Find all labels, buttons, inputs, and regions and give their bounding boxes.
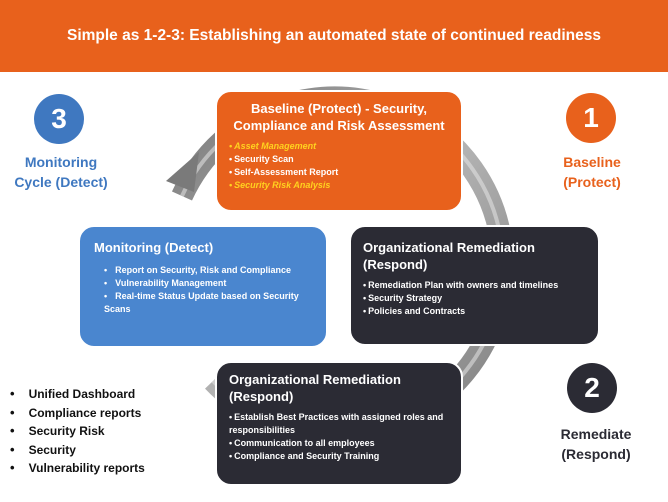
step-1-circle: 1 bbox=[566, 93, 616, 143]
remediation-bottom-box: Organizational Remediation (Respond) Est… bbox=[215, 361, 463, 486]
baseline-stage-label: Baseline (Protect) bbox=[563, 154, 621, 190]
list-item: Unified Dashboard bbox=[10, 385, 145, 404]
list-item: Compliance and Security Training bbox=[229, 450, 449, 463]
remediate-stage-label: Remediate (Respond) bbox=[560, 426, 632, 462]
list-item: Security bbox=[10, 441, 145, 460]
monitoring-box-title: Monitoring (Detect) bbox=[94, 240, 214, 255]
remediation-bottom-box-title: Organizational Remediation (Respond) bbox=[229, 372, 401, 404]
list-item: Report on Security, Risk and Compliance bbox=[94, 264, 314, 277]
remediation-right-box-title: Organizational Remediation (Respond) bbox=[363, 240, 535, 272]
list-item: Remediation Plan with owners and timelin… bbox=[363, 279, 586, 292]
list-item: Security Strategy bbox=[363, 292, 586, 305]
monitoring-stage-label: Monitoring Cycle (Detect) bbox=[14, 154, 108, 190]
step-2-circle: 2 bbox=[567, 363, 617, 413]
banner-title: Simple as 1-2-3: Establishing an automat… bbox=[66, 27, 602, 44]
list-item: Security Risk Analysis bbox=[229, 179, 449, 192]
list-item: Establish Best Practices with assigned r… bbox=[229, 411, 449, 437]
baseline-box-title: Baseline (Protect) - Security, Complianc… bbox=[233, 101, 445, 133]
remediation-right-box: Organizational Remediation (Respond) Rem… bbox=[349, 225, 600, 346]
deliverables-list: Unified Dashboard Compliance reports Sec… bbox=[10, 385, 145, 478]
baseline-box-list: Asset Management Security Scan Self-Asse… bbox=[229, 140, 449, 192]
list-item: Vulnerability Management bbox=[94, 277, 314, 290]
step-3-circle: 3 bbox=[34, 94, 84, 144]
list-item: Policies and Contracts bbox=[363, 305, 586, 318]
cycle-arrowhead-icon bbox=[166, 152, 199, 192]
list-item: Security Risk bbox=[10, 422, 145, 441]
list-item: Vulnerability reports bbox=[10, 459, 145, 478]
monitoring-box: Monitoring (Detect) Report on Security, … bbox=[78, 225, 328, 348]
header-banner: Simple as 1-2-3: Establishing an automat… bbox=[0, 0, 668, 72]
monitoring-box-list: Report on Security, Risk and Compliance … bbox=[94, 264, 314, 316]
remediation-right-box-list: Remediation Plan with owners and timelin… bbox=[363, 279, 586, 318]
remediation-bottom-box-list: Establish Best Practices with assigned r… bbox=[229, 411, 449, 463]
list-item: Communication to all employees bbox=[229, 437, 449, 450]
list-item: Security Scan bbox=[229, 153, 449, 166]
list-item: Asset Management bbox=[229, 140, 449, 153]
list-item: Self-Assessment Report bbox=[229, 166, 449, 179]
list-item: Compliance reports bbox=[10, 404, 145, 423]
list-item: Real-time Status Update based on Securit… bbox=[94, 290, 314, 316]
baseline-box: Baseline (Protect) - Security, Complianc… bbox=[215, 90, 463, 212]
